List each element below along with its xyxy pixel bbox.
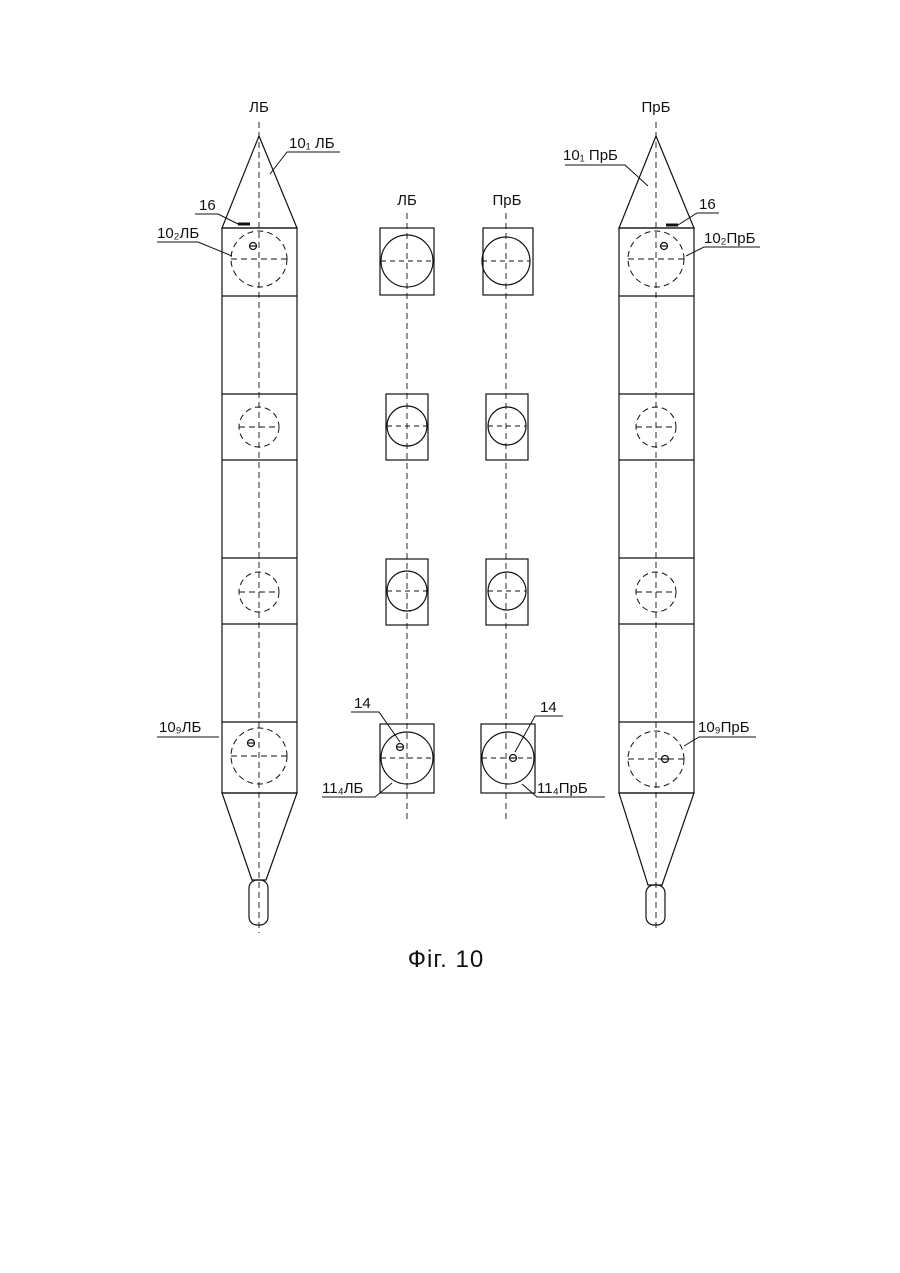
right-pontoon-hull [619,228,694,793]
left-pontoon-hull [222,228,297,793]
right-block-2 [486,394,528,460]
right-pontoon-valve-icon [661,243,668,250]
left-marker-16-label: 16 [199,197,216,214]
left-pontoon-valve-icon [248,740,255,747]
right-pontoon-rudder [646,885,665,925]
left-column-axis-label: ЛБ [397,192,417,209]
right-column-bottom-label: 11₄ПрБ [537,780,588,797]
right-section-9-label: 10₉ПрБ [698,719,750,736]
right-block-4 [481,724,535,793]
left-column-bottom-label: 11₄ЛБ [322,780,364,797]
right-column-callout-14: 14 [540,699,557,716]
left-pontoon-bow [222,136,297,228]
left-pontoon-valve-icon [250,243,257,250]
right-column-valve-icon [510,755,517,762]
left-section-9-label: 10₉ЛБ [159,719,201,736]
right-section-9-circle [628,731,684,787]
right-marker-16-label: 16 [699,196,716,213]
right-pontoon-bow [619,136,694,228]
left-column [322,213,434,823]
right-block-3 [486,559,528,625]
left-section-2-circle [231,231,287,287]
left-section-2-label: 10₂ЛБ [157,225,199,242]
figure-caption: Фіг. 10 [408,946,484,973]
left-pontoon-bow-label: 10₁ ЛБ [289,135,335,152]
right-pontoon-axis-label: ПрБ [642,99,671,116]
left-column-valve-icon [397,744,404,751]
right-section-2-circle [628,231,684,287]
right-section-2-label: 10₂ПрБ [704,230,756,247]
left-pontoon-axis-label: ЛБ [249,99,269,116]
right-column-axis-label: ПрБ [493,192,522,209]
right-pontoon-valve-icon [662,756,669,763]
right-pontoon-bow-label: 10₁ ПрБ [563,147,618,164]
left-pontoon-rudder [249,880,268,925]
right-pontoon-stern [619,793,694,885]
left-pontoon-stern [222,793,297,880]
right-column [481,213,605,823]
left-column-callout-14: 14 [354,695,371,712]
left-pontoon [157,122,340,933]
